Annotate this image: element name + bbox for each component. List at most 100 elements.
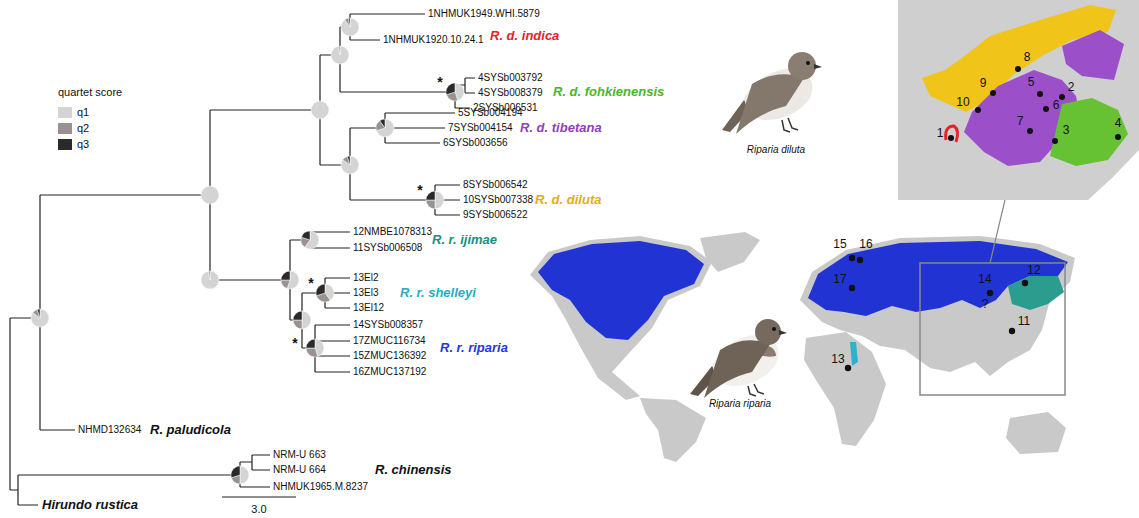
pie-slice [338, 46, 340, 55]
pie-slice [345, 18, 350, 27]
range-riparia-eurasia [808, 241, 1068, 316]
pie-slice [341, 18, 359, 36]
map-shape [990, 90, 996, 96]
site-number: 16 [859, 238, 872, 252]
map-shape [1015, 66, 1021, 72]
legend-swatch [58, 123, 72, 134]
species-caption: Riparia riparia [709, 398, 771, 410]
tip-label: 13El2 [353, 272, 379, 284]
pie-slice [208, 271, 210, 280]
tip-label: 16ZMUC137192 [353, 366, 426, 378]
site-number: 7 [1017, 115, 1024, 129]
pie-slice [231, 466, 240, 478]
bird-head [788, 52, 816, 80]
pie-slice [331, 46, 349, 64]
tip-label: 17ZMUC116734 [353, 335, 426, 347]
tip-label: 8SYSb006542 [463, 179, 528, 191]
bird-feet [782, 118, 798, 132]
site-number: 5 [1028, 76, 1035, 90]
pie-slice [348, 18, 350, 27]
scale-label: 3.0 [251, 503, 266, 516]
pie-slice [426, 191, 435, 200]
land-greenland [700, 232, 760, 272]
map-shape [987, 290, 993, 296]
inset-map [898, 0, 1139, 200]
inset-ground [898, 0, 1139, 200]
site-dots [948, 66, 1121, 144]
pie-slice [37, 309, 40, 318]
pie-slice [281, 271, 290, 280]
map-shape [948, 135, 954, 141]
map-shape [1052, 138, 1058, 144]
tip-label: 9SYSb006522 [463, 209, 528, 221]
site-number: 12 [1027, 264, 1040, 278]
bird-head [755, 319, 781, 345]
pie-slice [376, 119, 394, 137]
range-tibetana-north [1062, 30, 1124, 80]
pie-slice [240, 466, 249, 484]
range-indica [946, 126, 958, 142]
support-star: * [437, 74, 442, 90]
bird-wing [704, 340, 770, 398]
bird-feet [748, 384, 764, 396]
taxon-label: R. d. diluta [535, 193, 601, 208]
bird-eye [806, 61, 810, 65]
inset-frame [920, 263, 1065, 395]
site-dots [845, 255, 1028, 371]
site-number: ? [982, 298, 989, 312]
land-australia [1006, 412, 1066, 454]
land-africa [804, 332, 886, 446]
pie-slice [446, 83, 455, 95]
site-number: 15 [833, 238, 846, 252]
pie-slice [311, 101, 329, 119]
taxon-label: R. d. indica [490, 29, 559, 44]
site-number: 2 [1068, 81, 1075, 95]
taxon-label: R. d. fohkienensis [553, 85, 664, 100]
legend-label: q2 [77, 122, 89, 135]
species-caption: Riparia diluta [747, 144, 805, 156]
pie-slice [426, 200, 435, 209]
map-shape [1027, 128, 1033, 134]
pie-slice [306, 339, 315, 348]
taxon-label: R. paludicola [150, 423, 231, 438]
pie-slice [301, 231, 310, 240]
tip-label: 4SYSb008379 [478, 87, 543, 99]
tip-label: NRM-U 664 [273, 464, 326, 476]
tip-label: 5SYSb004194 [458, 107, 523, 119]
taxon-label: R. r. ijimae [432, 233, 497, 248]
range-riparia-america [538, 241, 704, 340]
bird-wing [736, 74, 804, 134]
support-star: * [292, 335, 297, 351]
legend-label: q3 [77, 138, 89, 151]
scale-bar [222, 496, 296, 497]
pie-slice [281, 280, 290, 289]
map-shape [849, 255, 855, 261]
pie-slice [341, 156, 359, 174]
legend-label: q1 [77, 106, 89, 119]
legend-swatch [58, 107, 72, 118]
taxon-label: R. d. tibetana [520, 121, 602, 136]
tip-label: 6SYSb003656 [443, 137, 508, 149]
pie-slice [293, 320, 302, 329]
site-number: 17 [833, 273, 846, 287]
pie-slice [343, 156, 350, 165]
tip-label: 7SYSb004154 [448, 122, 513, 134]
map-shape [845, 365, 851, 371]
tip-label: NRM-U 663 [273, 449, 326, 461]
tip-label: 15ZMUC136392 [353, 350, 426, 362]
pie-slice [293, 311, 302, 320]
map-shape [1115, 134, 1121, 140]
support-star: * [308, 275, 313, 291]
map-shape [1009, 328, 1015, 334]
site-number: 14 [978, 273, 991, 287]
tip-label: 4SYSb003792 [478, 72, 543, 84]
pie-slice [435, 191, 444, 209]
range-shelleyi [850, 342, 858, 366]
legend-title: quartet score [58, 86, 122, 99]
world-map [530, 200, 1075, 462]
quartet-pies [31, 18, 464, 484]
taxon-label: R. r. shelleyi [400, 286, 476, 301]
tip-label: 14SYSb008357 [353, 319, 423, 331]
tip-label: 13El12 [353, 302, 384, 314]
pie-slice [306, 348, 318, 357]
